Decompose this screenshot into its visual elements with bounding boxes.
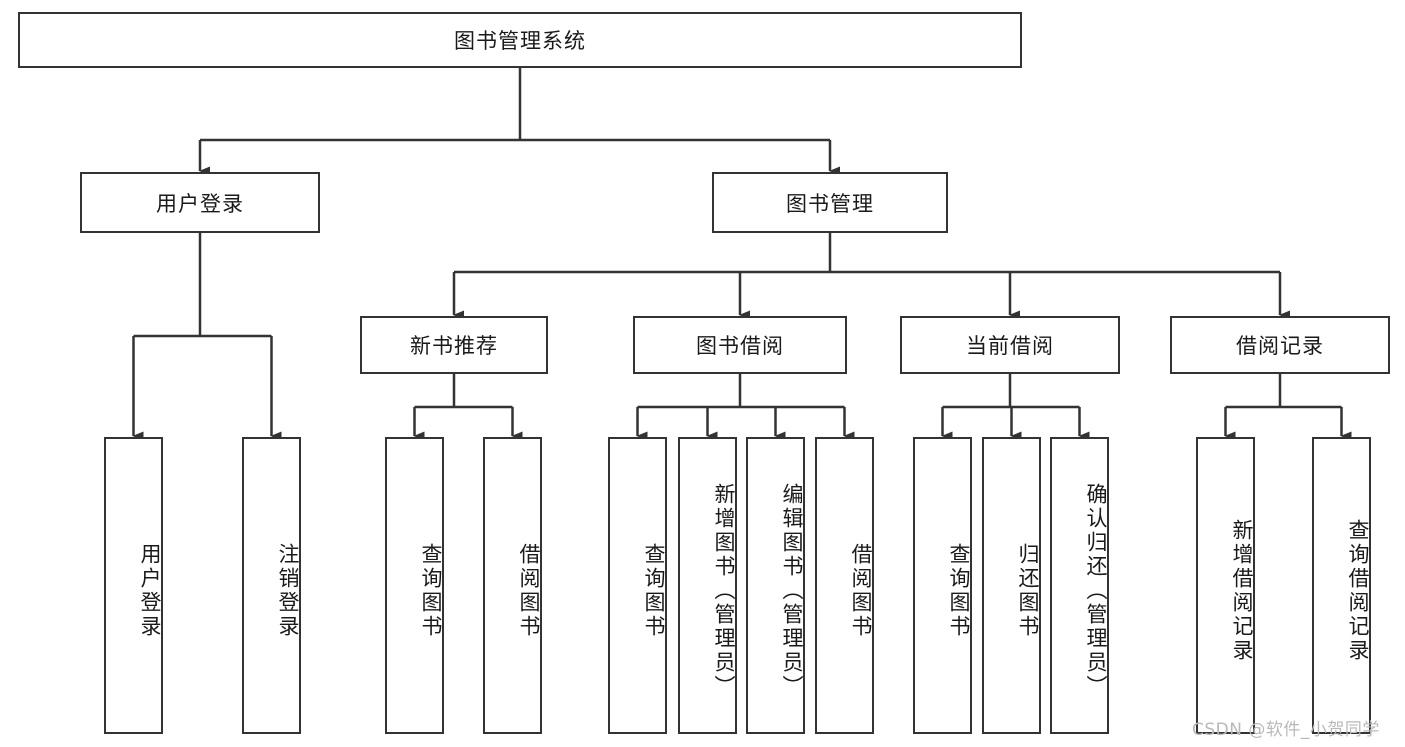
watermark-label: CSDN @软件_小贺同学 — [1192, 720, 1380, 740]
node-label-borrow-record: 借阅记录 — [1236, 334, 1324, 358]
node-label-leaf-user-login: 用户登录 — [138, 542, 162, 639]
node-label-leaf-query-borrow-record: 查询借阅记录 — [1346, 518, 1370, 663]
node-label-root: 图书管理系统 — [454, 29, 586, 53]
node-user-login[interactable]: 用户登录 — [80, 172, 320, 233]
node-label-leaf-add-borrow-record: 新增借阅记录 — [1230, 518, 1254, 663]
node-leaf-borrow-book-1[interactable]: 借阅图书 — [483, 437, 542, 734]
node-book-management[interactable]: 图书管理 — [712, 172, 948, 233]
node-label-book-management: 图书管理 — [786, 191, 874, 216]
node-leaf-query-book-1[interactable]: 查询图书 — [385, 437, 444, 734]
node-label-leaf-logout-login: 注销登录 — [276, 542, 300, 639]
node-leaf-borrow-book-2[interactable]: 借阅图书 — [815, 437, 874, 734]
node-label-leaf-add-book-admin: 新增图书（管理员） — [712, 482, 736, 699]
node-leaf-query-borrow-record[interactable]: 查询借阅记录 — [1312, 437, 1371, 734]
node-leaf-query-book-3[interactable]: 查询图书 — [913, 437, 972, 734]
node-leaf-add-book-admin[interactable]: 新增图书（管理员） — [678, 437, 737, 734]
node-label-leaf-borrow-book-1: 借阅图书 — [517, 542, 541, 639]
node-label-leaf-confirm-return-admin: 确认归还（管理员） — [1084, 482, 1108, 699]
node-label-leaf-query-book-2: 查询图书 — [642, 542, 666, 639]
node-leaf-confirm-return-admin[interactable]: 确认归还（管理员） — [1050, 437, 1109, 734]
node-label-leaf-return-book: 归还图书 — [1016, 542, 1040, 639]
node-borrow-record[interactable]: 借阅记录 — [1170, 316, 1390, 374]
node-label-leaf-borrow-book-2: 借阅图书 — [849, 542, 873, 639]
node-label-current-borrow: 当前借阅 — [966, 334, 1054, 358]
node-leaf-query-book-2[interactable]: 查询图书 — [608, 437, 667, 734]
edge-lines — [132, 68, 1352, 441]
node-leaf-user-login[interactable]: 用户登录 — [104, 437, 163, 734]
node-label-book-borrow: 图书借阅 — [696, 334, 784, 358]
node-book-borrow[interactable]: 图书借阅 — [633, 316, 847, 374]
node-leaf-return-book[interactable]: 归还图书 — [982, 437, 1041, 734]
node-new-book-recommend[interactable]: 新书推荐 — [360, 316, 548, 374]
node-label-new-book-recommend: 新书推荐 — [410, 334, 498, 358]
node-label-leaf-query-book-3: 查询图书 — [947, 542, 971, 639]
node-current-borrow[interactable]: 当前借阅 — [900, 316, 1120, 374]
node-root[interactable]: 图书管理系统 — [18, 12, 1022, 68]
node-label-leaf-edit-book-admin: 编辑图书（管理员） — [780, 482, 804, 699]
node-leaf-add-borrow-record[interactable]: 新增借阅记录 — [1196, 437, 1255, 734]
node-leaf-logout-login[interactable]: 注销登录 — [242, 437, 301, 734]
node-label-leaf-query-book-1: 查询图书 — [419, 542, 443, 639]
node-label-user-login: 用户登录 — [156, 191, 244, 216]
node-leaf-edit-book-admin[interactable]: 编辑图书（管理员） — [746, 437, 805, 734]
